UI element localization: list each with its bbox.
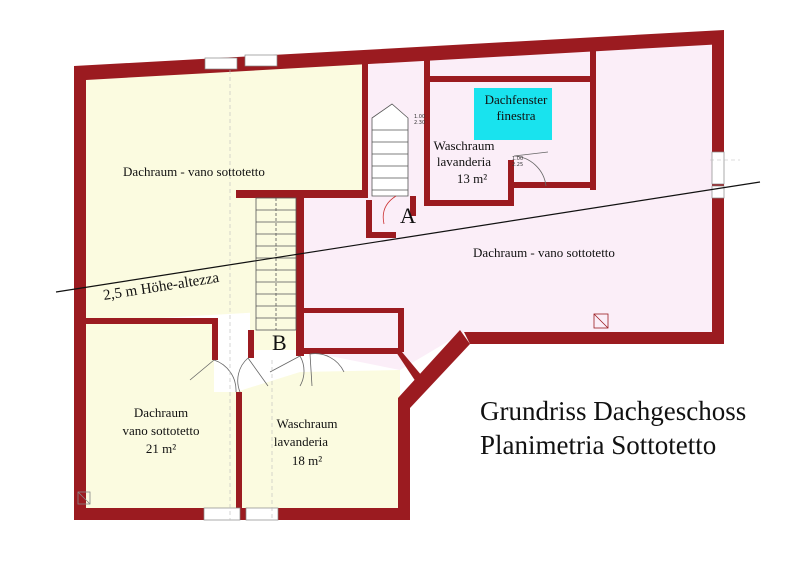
laundry-bottom-label-line3: 18 m²	[292, 453, 322, 468]
staircase-a	[371, 103, 409, 225]
attic-right-label: Dachraum - vano sottotetto	[473, 245, 615, 260]
laundry-top-label-line2: lavanderia	[437, 154, 491, 169]
construction-lines	[229, 70, 740, 520]
stair-note-b-line2: 2.25	[512, 162, 523, 168]
interior-walls	[86, 44, 596, 508]
skylight-label-line1: Dachfenster	[485, 92, 548, 107]
staircase-floor	[250, 192, 300, 350]
vent-symbols	[77, 313, 609, 505]
height-line	[55, 181, 761, 293]
staircase-b	[255, 197, 297, 331]
marker-a: A	[400, 203, 416, 228]
attic-small-label-line2: vano sottotetto	[123, 423, 200, 438]
laundry-bottom-label-line1: Waschraum	[276, 416, 337, 431]
laundry-bottom-floor	[236, 370, 400, 508]
plan-title-line1: Grundriss Dachgeschoss	[480, 396, 746, 426]
stair-note-a-line2: 2.30	[414, 120, 425, 126]
stair-note-b-line1: 1.00	[512, 156, 523, 162]
skylight	[474, 88, 552, 140]
laundry-top-label-line3: 13 m²	[457, 171, 487, 186]
laundry-bottom-label-line2: lavanderia	[274, 434, 328, 449]
stair-note-a-line1: 1.00	[414, 114, 425, 120]
attic-small-label-line1: Dachraum	[134, 405, 188, 420]
laundry-top-label-line1: Waschraum	[433, 138, 494, 153]
plan-title-line2: Planimetria Sottotetto	[480, 430, 716, 460]
marker-b: B	[272, 330, 287, 355]
skylight-label-line2: finestra	[497, 108, 536, 123]
attic-left-label: Dachraum - vano sottotetto	[123, 164, 265, 179]
attic-small-label-line3: 21 m²	[146, 441, 176, 456]
attic-small-floor	[86, 322, 236, 508]
door-swings	[189, 151, 549, 393]
